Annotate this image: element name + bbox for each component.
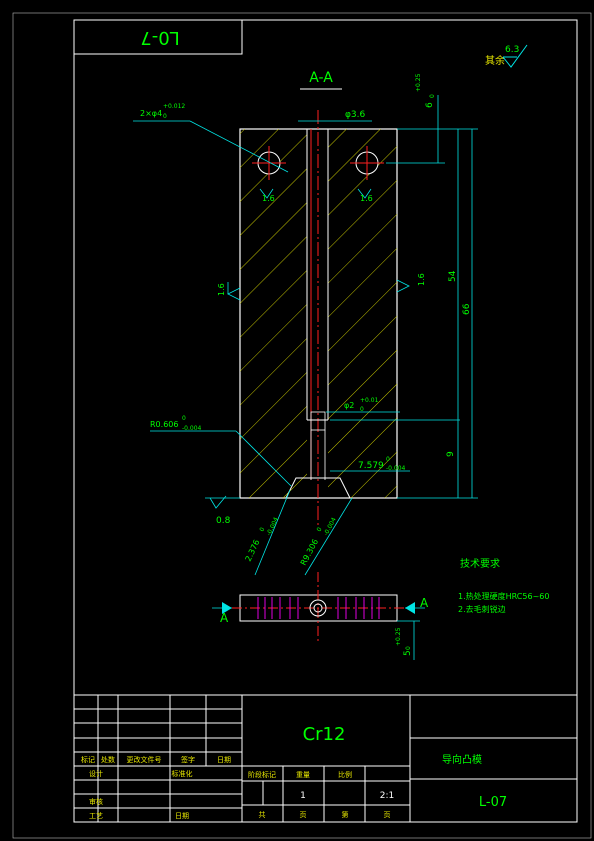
hdr-sign: 签字 [181,755,195,764]
drawing-no: L-07 [479,795,507,810]
radius-9306-upper: 0 [316,526,324,533]
part-name: 导向凸模 [442,753,482,766]
hatch-right [328,129,397,498]
dim-bottom-upper: +0.25 [395,627,402,646]
dim-2376-upper: 0 [258,526,266,533]
hdr-weight-value: 1 [300,791,306,801]
hdr-sheet-unit: 页 [384,811,391,819]
radius-left-lower: -0.004 [182,425,202,432]
hdr-weight: 重量 [296,771,310,779]
hdr-review: 审核 [89,797,103,806]
roughness-1-6-d: 1.6 [417,273,426,286]
small-hole-spec: φ2 [344,401,354,410]
hdr-standard: 标准化 [172,769,193,778]
tech-req-item-2: 2.去毛刺锐边 [458,604,506,614]
dim-7579: 7.579 [358,461,384,471]
hdr-ratio: 比例 [338,770,352,779]
outer-border [12,12,592,839]
radius-left: R0.606 [150,420,178,429]
hdr-count: 处数 [101,755,115,764]
dim-2376-lower: -0.004 [265,516,280,537]
hdr-design: 设计 [89,769,103,778]
hdr-date-2: 日期 [175,812,189,820]
roughness-icon [396,279,410,293]
dim-7579-upper: 0 [386,456,390,463]
title-block-frame [74,694,577,822]
roughness-icon [227,287,241,301]
hdr-stage: 阶段标记 [248,770,276,779]
code-top-mirrored: L0-7 [140,27,179,48]
bore-dia: φ3.6 [345,110,366,120]
hdr-mark: 标记 [81,755,95,764]
section-label: A-A [309,70,333,86]
roughness-0-8: 0.8 [216,516,231,526]
radius-left-upper: 0 [182,415,186,422]
roughness-symbol-icon [502,44,528,68]
roughness-icon [357,188,372,199]
dim-bottom-value: 5 [403,650,413,656]
dim-2376: 2.376 [244,538,262,563]
dim-top-lower: 0 [429,94,436,98]
dim-top-upper: +0.25 [415,73,422,92]
roughness-icon [209,495,227,509]
section-mark-a-left: A [220,611,229,625]
hdr-ratio-value: 2:1 [380,791,394,801]
tech-req-title: 技术要求 [460,557,500,570]
radius-9306-lower: -0.004 [323,516,338,537]
small-hole-upper: +0.01 [360,397,379,404]
roughness-1-6-c: 1.6 [217,283,226,296]
roughness-value-general: 6.3 [505,45,519,55]
hdr-change-doc: 更改文件号 [127,755,162,764]
hole-spec: 2×φ4 [140,109,162,118]
dim-54: 54 [448,270,458,282]
hole-hidden-lines [257,597,380,619]
roughness-icon [259,188,274,199]
arrow-icon [222,602,232,614]
hdr-process: 工艺 [89,812,103,820]
arrow-icon [405,602,415,614]
hole-tol-lower: 0 [163,113,167,120]
dim-7579-lower: -0.004 [386,465,406,472]
surface-roughness-general: 其余 [485,54,505,67]
code-box [73,19,243,55]
inner-border [73,19,578,823]
hole-tol-upper: +0.012 [163,103,185,110]
hatch-left [240,129,307,498]
hdr-sheet-total-unit: 页 [300,811,307,819]
dim-top-value: 6 [425,102,435,108]
dim-66: 66 [462,303,472,315]
roughness-1-6-a: 1.6 [262,194,275,203]
section-mark-a-right: A [420,596,429,610]
dim-bottom-lower: 0 [405,646,412,650]
small-hole-lower: 0 [360,406,364,413]
roughness-1-6-b: 1.6 [360,194,373,203]
hdr-sheet: 第 [342,810,349,819]
dim-9: 9 [446,451,456,457]
hdr-date: 日期 [217,756,231,764]
material: Cr12 [303,724,346,745]
tip-profile [285,477,351,499]
radius-9306: R9.306 [299,538,320,567]
tech-req-item-1: 1.热处理硬度HRC56~60 [458,591,549,601]
hdr-sheet-total: 共 [259,810,266,819]
